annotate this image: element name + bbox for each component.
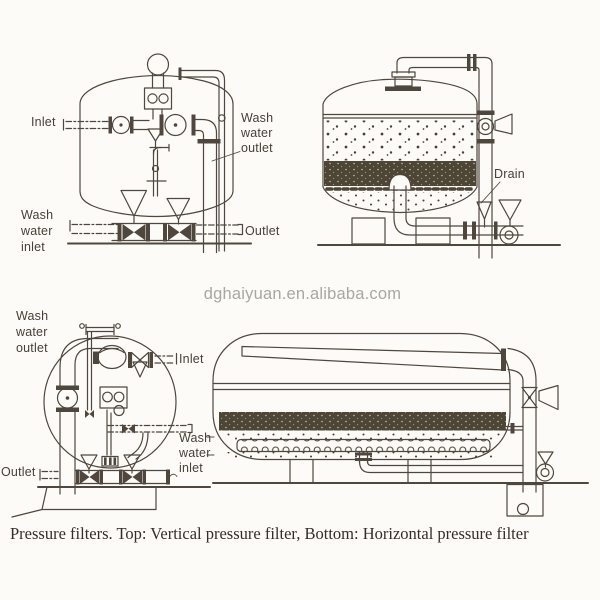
center-underdrain-pipe xyxy=(388,173,412,219)
pump xyxy=(535,451,555,482)
vertical-filter-piping-diagram xyxy=(62,53,252,254)
riser-pipe-and-valve xyxy=(499,347,559,493)
internal-distributor xyxy=(146,143,170,197)
top-fitting xyxy=(79,323,121,336)
top-pipe xyxy=(385,54,493,91)
underground-sump xyxy=(506,483,544,517)
horizontal-filter-side-view-diagram xyxy=(206,332,589,517)
tank-shell xyxy=(322,78,478,214)
figure-caption: Pressure filters. Top: Vertical pressure… xyxy=(10,524,529,543)
internal-drop-pipe xyxy=(85,330,94,418)
vertical-filter-section-diagram xyxy=(317,54,561,259)
label-bl-wash-water-inlet: Wash water inlet xyxy=(179,431,212,475)
supports xyxy=(351,217,451,245)
label-tl-wash-water-inlet: Wash water inlet xyxy=(21,208,54,254)
label-tr-drain: Drain xyxy=(494,167,525,181)
watermark-text: dghaiyuan.en.alibaba.com xyxy=(203,285,402,303)
label-tl-inlet: Inlet xyxy=(31,115,56,129)
inlet-pipe-and-valves xyxy=(62,113,196,150)
internal-distributor-pipe xyxy=(241,345,506,371)
tank-shell xyxy=(43,335,177,469)
inlet-pipe-and-valve xyxy=(93,344,178,378)
air-vent-and-gauges xyxy=(143,53,173,120)
filter-media-layers xyxy=(212,382,511,458)
bottom-drain-pipe xyxy=(355,451,524,474)
gauges xyxy=(99,386,128,417)
bottom-manifold-and-valves xyxy=(111,189,197,242)
label-leader-marks xyxy=(206,436,215,456)
tank-shell xyxy=(79,74,234,218)
filter-media-layers xyxy=(322,113,478,212)
outlet-line xyxy=(39,468,59,481)
wash-water-outlet-pipe xyxy=(56,337,119,495)
outlet-line xyxy=(195,223,244,236)
supports xyxy=(289,458,432,484)
label-tl-wash-water-outlet: Wash water outlet xyxy=(241,111,274,155)
bottom-manifold-and-valves xyxy=(74,454,178,485)
horizontal-filter-end-view-diagram xyxy=(11,323,211,518)
label-bl-inlet: Inlet xyxy=(179,352,204,366)
label-bl-outlet: Outlet xyxy=(1,465,36,479)
label-tl-outlet: Outlet xyxy=(245,224,280,238)
wash-water-inlet-line xyxy=(69,219,118,235)
bottom-outlet-pipe xyxy=(393,217,524,240)
backwash-riser-and-valve xyxy=(476,71,513,259)
foundation xyxy=(11,486,157,518)
external-riser-pipe xyxy=(178,67,226,252)
label-bl-wash-water-outlet: Wash water outlet xyxy=(16,309,49,355)
